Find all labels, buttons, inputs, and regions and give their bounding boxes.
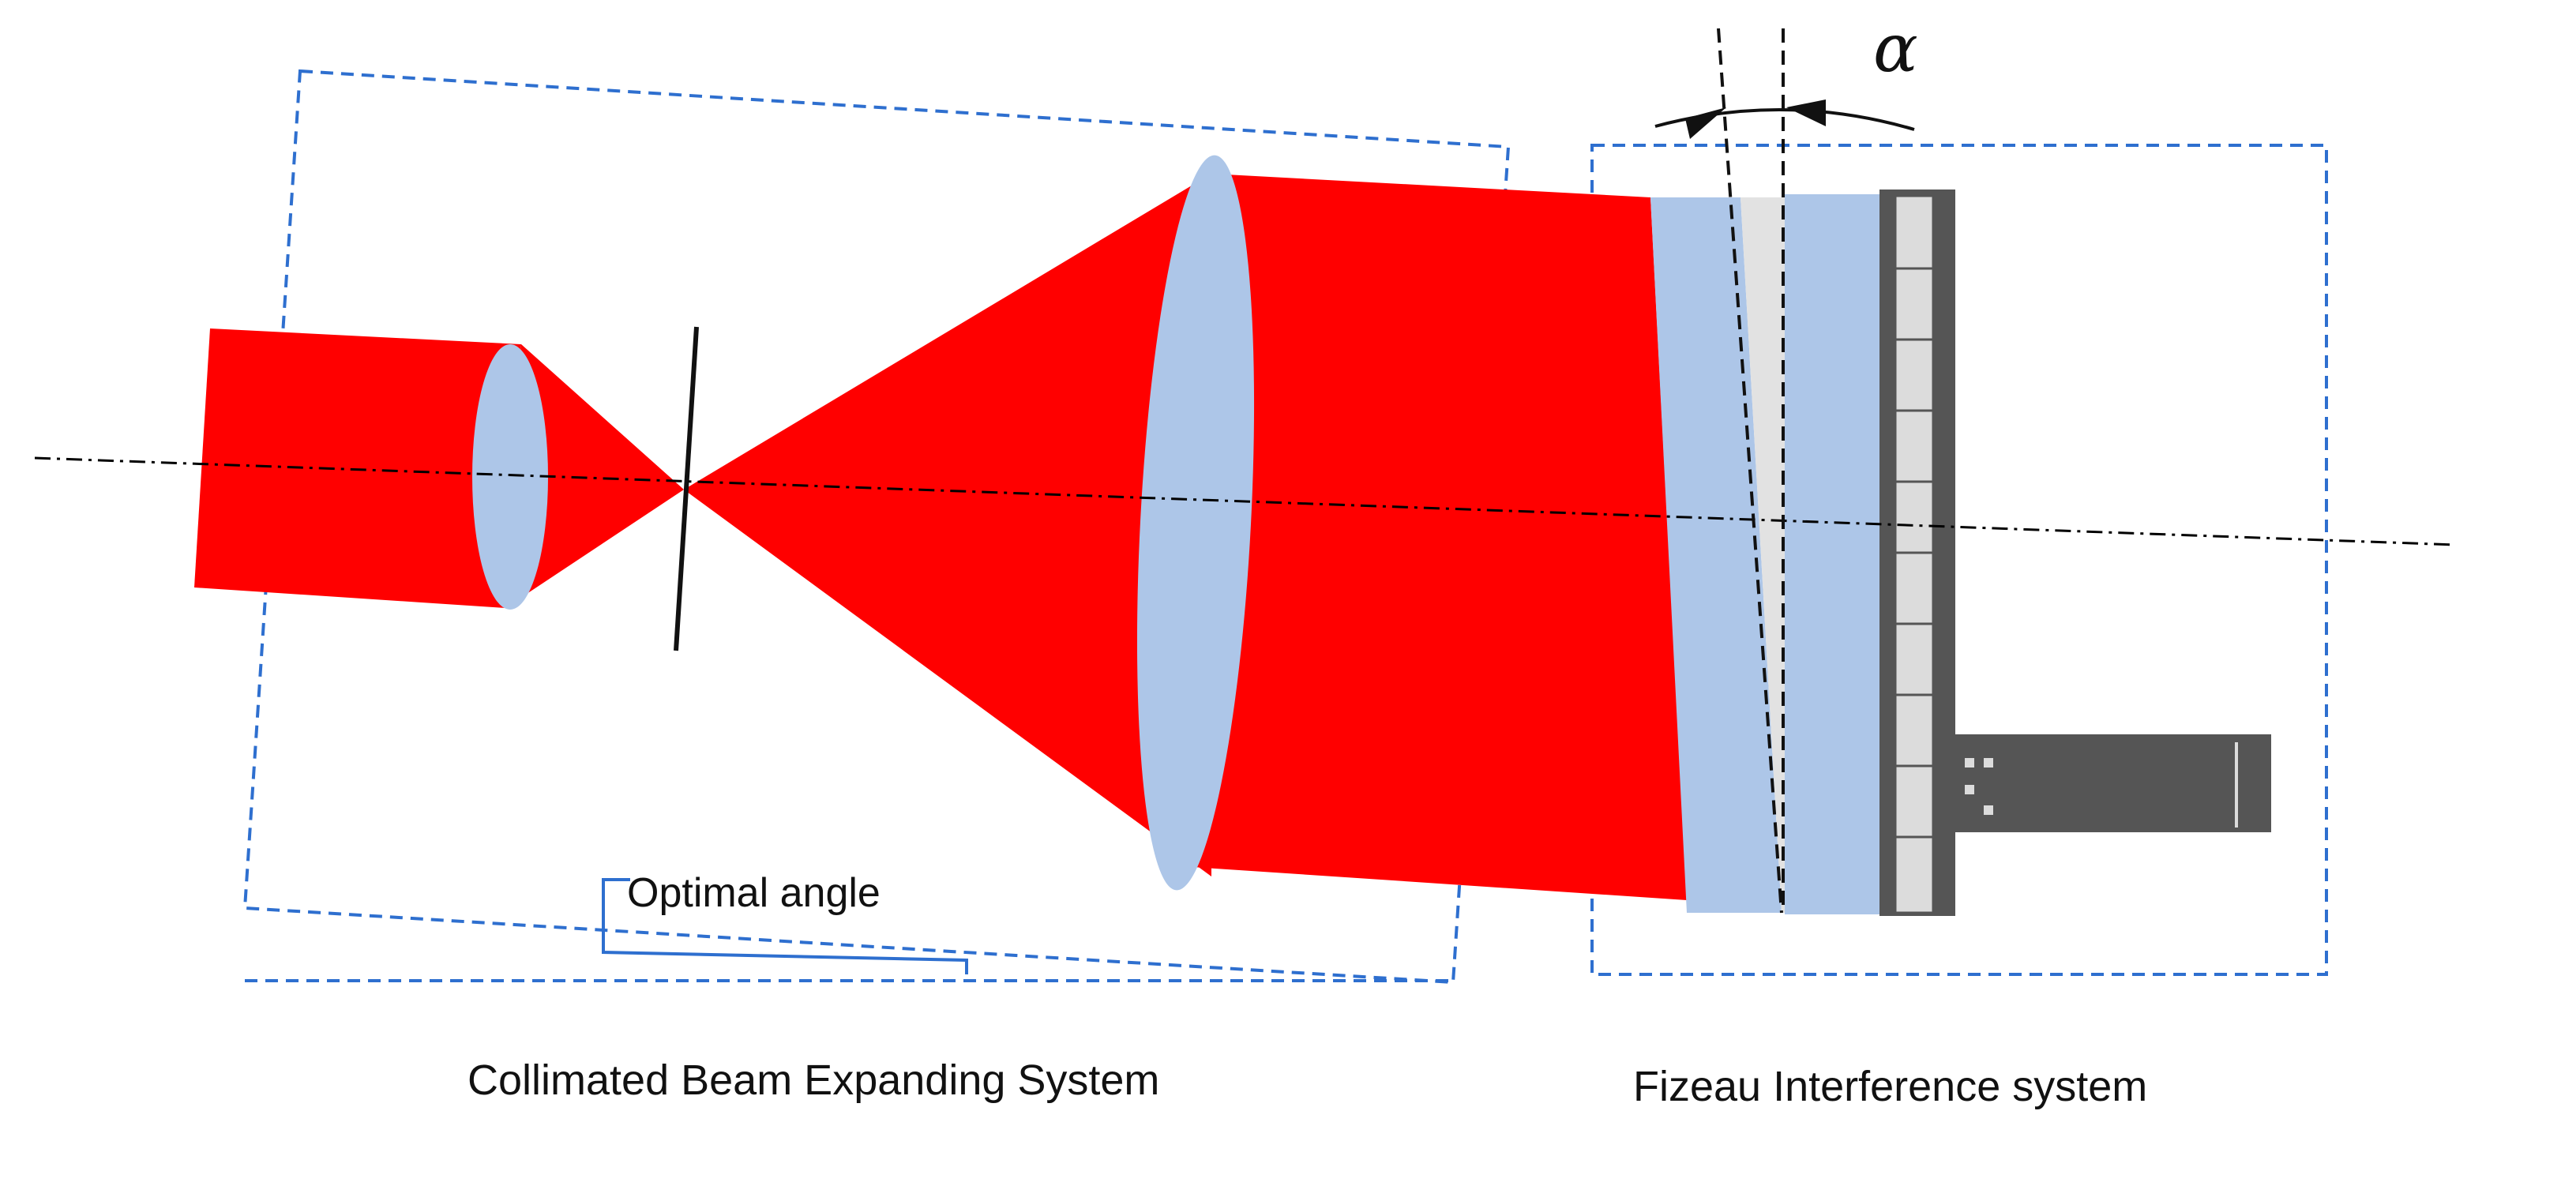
camera-detector — [1879, 190, 2271, 916]
camera-sensor-frame — [1894, 194, 1935, 914]
optimal-angle-bracket — [602, 878, 968, 974]
test-flat — [1785, 194, 1879, 914]
alpha-label: α — [1873, 9, 1918, 87]
angle-arrowhead-right — [1786, 99, 1826, 126]
beam-expander-boundary-box — [242, 69, 1511, 985]
converging-cone — [505, 344, 684, 608]
optical-axis — [34, 456, 2457, 546]
reference-flat — [1650, 197, 1782, 913]
angle-arrowhead-left — [1685, 107, 1726, 139]
pinhole-aperture — [674, 326, 699, 651]
camera-body — [1955, 734, 2271, 832]
diverging-cone — [684, 174, 1211, 876]
left-system-label: Collimated Beam Expanding System — [468, 1057, 1159, 1104]
air-wedge-gap — [1740, 197, 1785, 913]
right-system-label: Fizeau Interference system — [1633, 1063, 2147, 1110]
collimating-lens-small — [472, 344, 548, 610]
camera-connector-pins — [1965, 758, 1993, 815]
collimating-lens-large — [1136, 155, 1255, 891]
input-beam — [194, 328, 521, 608]
sensor-grid — [1895, 267, 1933, 839]
laser-beam — [194, 174, 1687, 900]
wedge-angle-line-tilted — [1717, 28, 1783, 914]
optimal-angle-label: Optimal angle — [627, 870, 881, 916]
expanded-beam — [1169, 174, 1687, 900]
double-arrow-angle-icon — [1654, 99, 1915, 139]
